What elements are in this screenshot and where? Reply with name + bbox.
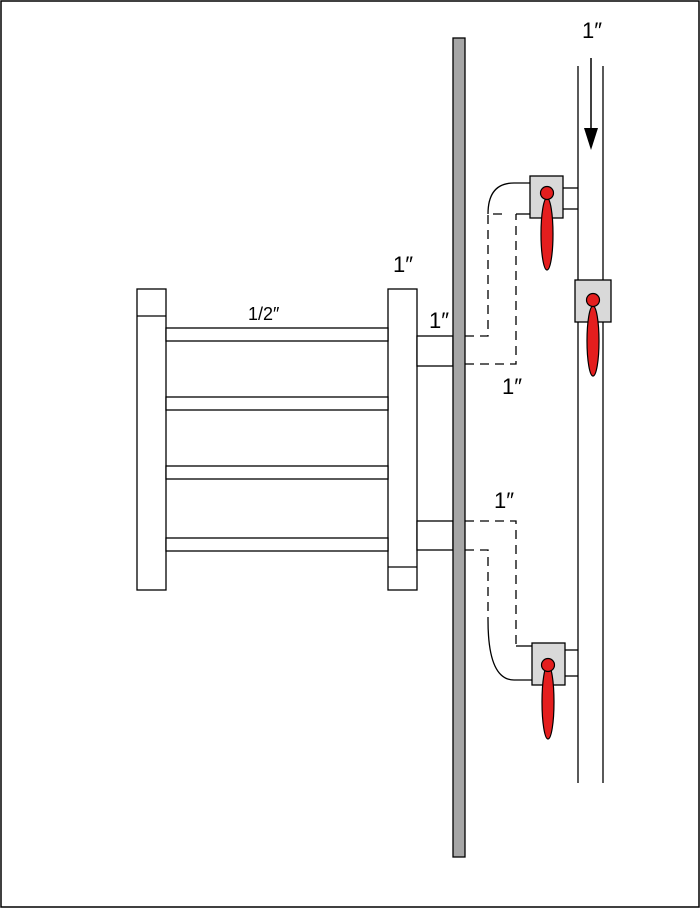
radiator-tube bbox=[165, 465, 389, 480]
exposed-pipes bbox=[487, 66, 604, 783]
radiator bbox=[136, 288, 454, 591]
upper-inlet-pipe-hidden bbox=[465, 213, 503, 337]
upper-return-size-label: 1″ bbox=[502, 374, 522, 399]
lower-inner-pipe-hidden bbox=[465, 549, 489, 620]
upper-valve bbox=[529, 175, 564, 271]
radiator-header-size-label: 1″ bbox=[393, 252, 413, 277]
valve-handle-icon bbox=[540, 657, 556, 740]
valve-handle-icon bbox=[585, 292, 601, 377]
radiator-right-header bbox=[387, 288, 418, 591]
radiator-tube bbox=[165, 327, 389, 342]
valve-handle-icon bbox=[539, 185, 555, 271]
radiator-lower-stub bbox=[416, 520, 454, 551]
radiator-upper-stub bbox=[416, 335, 454, 367]
arrow-down-icon bbox=[584, 58, 598, 150]
supply-size-label: 1″ bbox=[582, 18, 602, 43]
radiator-tube bbox=[165, 396, 389, 411]
radiator-tube bbox=[165, 537, 389, 552]
hidden-pipes bbox=[465, 213, 517, 646]
lower-size-label: 1″ bbox=[494, 488, 514, 513]
radiator-left-header bbox=[136, 288, 167, 591]
tube-size-label: 1/2″ bbox=[248, 304, 280, 324]
upper-return-pipe-hidden bbox=[465, 214, 517, 365]
lower-outer-pipe-hidden bbox=[465, 520, 517, 646]
upper-elbow-pipe bbox=[487, 182, 530, 215]
lower-elbow-pipe bbox=[487, 619, 532, 681]
upper-inlet-size-label: 1″ bbox=[429, 308, 449, 333]
riser-valve bbox=[574, 279, 612, 377]
wall-section bbox=[452, 37, 466, 858]
lower-valve bbox=[531, 642, 566, 740]
